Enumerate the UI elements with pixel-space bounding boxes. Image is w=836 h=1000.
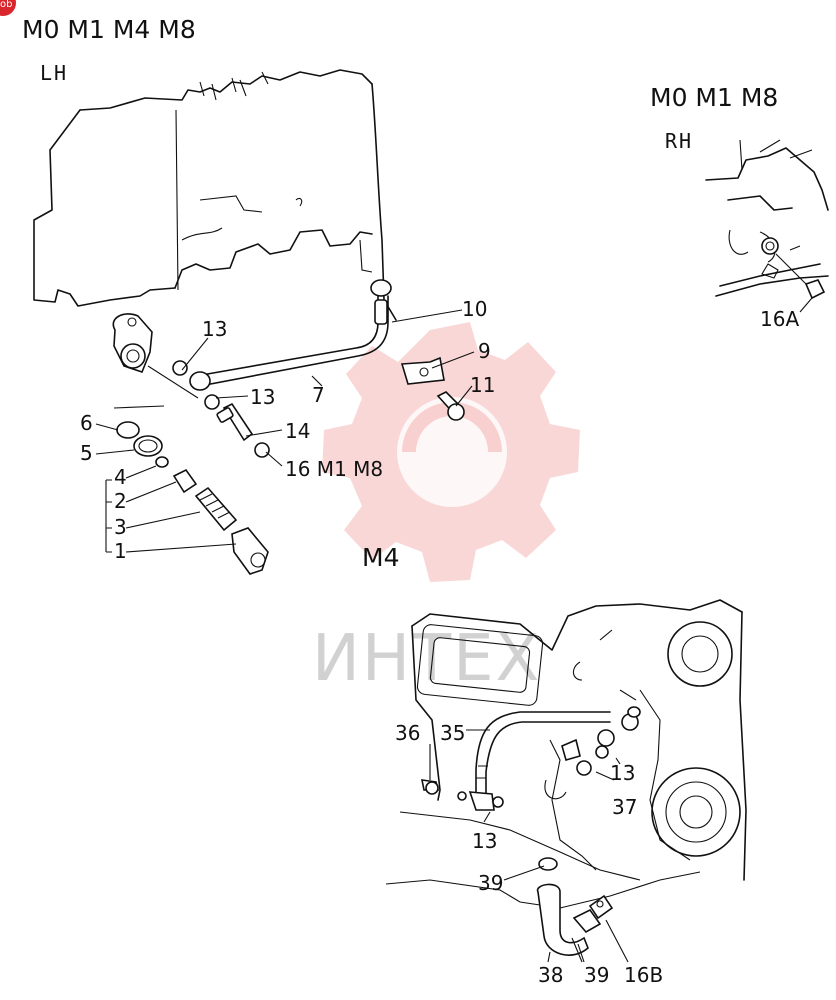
badge-text: ob (0, 0, 12, 10)
callout-13: 13 (250, 385, 275, 409)
callout-6: 6 (80, 411, 93, 435)
callout-13: 13 (610, 761, 635, 785)
side-label-lh: LH (40, 61, 68, 85)
callout-14: 14 (285, 419, 310, 443)
oil-pipe-assembly (172, 279, 392, 410)
model-heading-m4: M4 (362, 543, 399, 572)
oil-flange (112, 313, 199, 399)
callout-16b: 16B (624, 963, 663, 987)
callout-labels: 13 13 14 16 M1 M8 7 10 9 11 6 5 4 2 3 1 … (80, 297, 799, 987)
model-heading-rh: M0 M1 M8 (650, 83, 778, 112)
fitting-37 (561, 738, 592, 776)
model-heading-main: M0 M1 M4 M8 (22, 15, 196, 44)
callout-10: 10 (462, 297, 487, 321)
rh-engine-detail (705, 139, 829, 313)
callout-16: 16 M1 M8 (285, 457, 383, 481)
bracket-9 (400, 356, 445, 385)
m4-leader-lines (429, 729, 629, 963)
lh-engine-block (33, 69, 397, 321)
callout-1: 1 (114, 539, 127, 563)
callout-3: 3 (114, 515, 127, 539)
callout-36: 36 (395, 721, 420, 745)
callout-39: 39 (478, 871, 503, 895)
callout-5: 5 (80, 441, 93, 465)
callout-38: 38 (538, 963, 563, 987)
callout-11: 11 (470, 373, 495, 397)
watermark-text: ИНТЕХ (312, 622, 541, 696)
leader-lines (95, 309, 475, 553)
bolt-36 (420, 779, 440, 795)
corner-badge: ob (0, 0, 16, 16)
callout-13: 13 (202, 317, 227, 341)
callout-4: 4 (114, 465, 127, 489)
banjo-bolt-14 (216, 402, 270, 458)
m4-hose-35 (457, 706, 641, 811)
side-label-rh: RH (665, 129, 693, 153)
callout-2: 2 (114, 489, 127, 513)
bolt-11 (436, 391, 465, 421)
callout-35: 35 (440, 721, 465, 745)
watermark-logo: ИНТЕХ (312, 322, 580, 696)
callout-37: 37 (612, 795, 637, 819)
callout-13: 13 (472, 829, 497, 853)
callout-7: 7 (312, 383, 325, 407)
callout-16a: 16A (760, 307, 799, 331)
callout-39: 39 (584, 963, 609, 987)
m4-hose-38-parts (536, 857, 614, 956)
parts-stack (113, 405, 269, 575)
callout-9: 9 (478, 339, 491, 363)
